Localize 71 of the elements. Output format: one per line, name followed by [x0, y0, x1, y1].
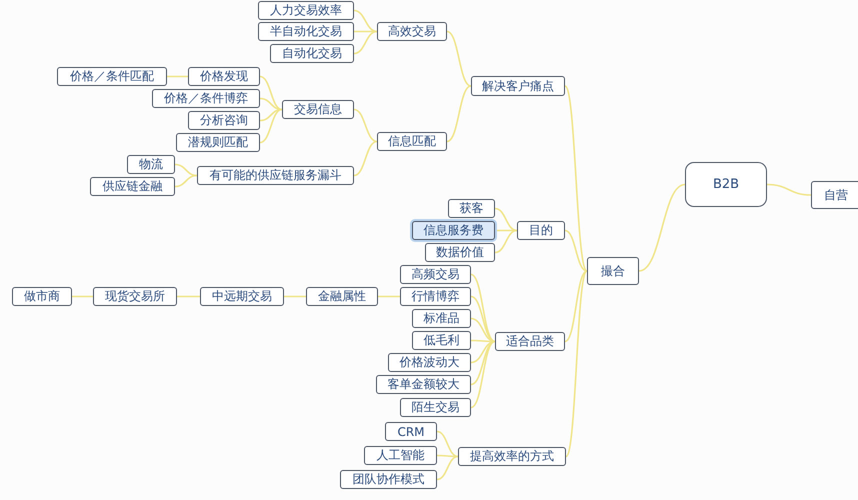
topic-box: 人力交易效率 [258, 1, 354, 20]
connector-line [564, 86, 588, 272]
topic-box: 物流 [127, 155, 175, 174]
topic-box: 自营 [811, 181, 858, 209]
connector-line [446, 30, 472, 87]
connector-line [354, 10, 378, 32]
connector-line [436, 456, 458, 480]
connector-line [436, 430, 458, 458]
topic-box: 提高效率的方式 [458, 447, 566, 466]
connector-line [565, 270, 588, 457]
connector-line [354, 30, 378, 54]
topic-box: 适合品类 [495, 332, 565, 351]
connector-line [260, 76, 282, 110]
topic-box: 高频交易 [400, 265, 471, 284]
connector-line [354, 108, 378, 142]
topic-box: 人工智能 [364, 446, 437, 465]
topic-box: 金融属性 [306, 287, 378, 306]
topic-box: 目的 [517, 221, 565, 240]
central-topic-box: B2B [685, 162, 767, 207]
topic-box: 半自动化交易 [258, 22, 354, 41]
connector-line [470, 340, 496, 386]
connector-line [470, 274, 496, 342]
connector-line [470, 340, 496, 408]
topic-box: 信息匹配 [377, 132, 447, 151]
connector-line [260, 108, 282, 144]
connector-line [177, 296, 200, 298]
connector-line [494, 208, 518, 232]
connector-line [495, 230, 517, 232]
topic-box: 客单金额较大 [376, 375, 471, 394]
connector-line [494, 230, 518, 254]
topic-box: 分析咨询 [188, 111, 260, 130]
topic-box: 价格／条件匹配 [57, 67, 167, 86]
topic-box: 潜规则匹配 [176, 133, 260, 152]
topic-box: 团队协作模式 [340, 470, 437, 489]
connector-line [638, 184, 686, 272]
connector-line [72, 296, 93, 298]
connector-line [354, 140, 378, 176]
topic-box: 标准品 [412, 309, 471, 328]
topic-box: 现货交易所 [93, 287, 177, 306]
connector-line [766, 184, 812, 196]
topic-box: 信息服务费 [412, 221, 495, 240]
topic-box: 获客 [448, 199, 495, 218]
connector-line [167, 76, 188, 78]
topic-box: 供应链金融 [90, 177, 175, 196]
topic-box: 自动化交易 [270, 44, 354, 63]
connector-line [260, 98, 282, 110]
connector-line [284, 296, 306, 298]
connector-line [378, 296, 400, 298]
topic-box: 价格发现 [188, 67, 260, 86]
topic-box: 交易信息 [282, 100, 354, 119]
connector-line [174, 164, 198, 176]
connector-line [354, 30, 377, 32]
topic-box: 价格波动大 [388, 353, 471, 372]
connector-line [260, 108, 282, 122]
topic-box: CRM [385, 422, 437, 441]
topic-box: 解决客户痛点 [471, 76, 565, 96]
topic-box: 撮合 [587, 257, 639, 285]
topic-box: 行情博弈 [400, 287, 471, 306]
topic-box: 做市商 [12, 287, 72, 306]
connector-line [446, 85, 472, 142]
topic-box: 低毛利 [412, 331, 471, 350]
topic-box: 数据价值 [425, 243, 495, 262]
topic-box: 陌生交易 [400, 398, 471, 417]
connector-line [174, 174, 198, 188]
topic-box: 价格／条件博弈 [152, 89, 260, 108]
topic-box: 有可能的供应链服务漏斗 [197, 166, 354, 185]
connector-line [564, 270, 588, 342]
connector-line [437, 454, 458, 458]
topic-box: 中远期交易 [200, 287, 284, 306]
connector-line [564, 230, 588, 272]
topic-box: 高效交易 [377, 22, 447, 41]
